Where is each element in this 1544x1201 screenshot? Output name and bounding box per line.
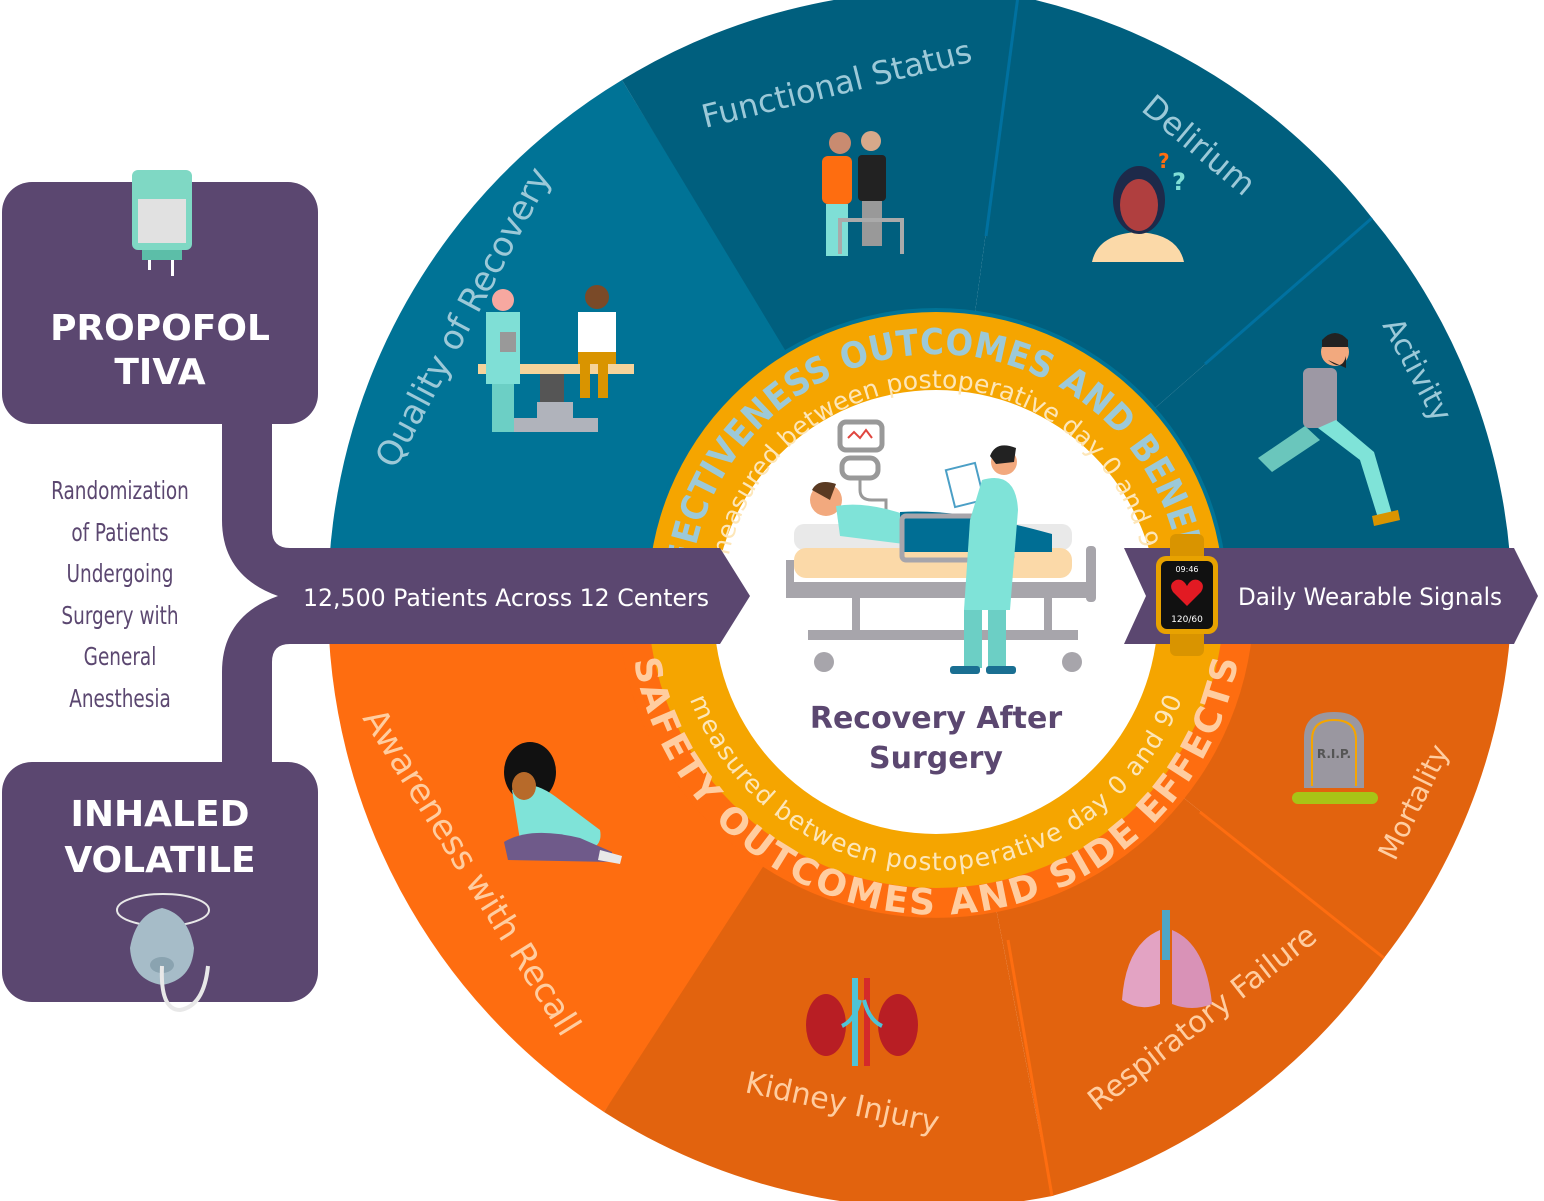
svg-text:?: ?	[1158, 149, 1170, 173]
svg-text:?: ?	[1172, 168, 1186, 196]
arm-box-inhaled-volatile	[2, 762, 318, 1002]
wearable-banner-text: Daily Wearable Signals	[1238, 583, 1502, 611]
randomization-line: Anesthesia	[69, 683, 171, 713]
divider	[1006, 939, 1054, 1197]
watch-time: 09:46	[1175, 565, 1198, 574]
confused-woman-icon: ? ?	[1092, 149, 1186, 262]
randomization-line: Surgery with	[61, 600, 179, 630]
lungs-icon	[1122, 910, 1212, 1008]
arm-label-tiva: TIVA	[114, 352, 205, 393]
distressed-woman-icon	[504, 742, 622, 864]
hospital-bed-icon	[786, 419, 1096, 674]
randomization-line: General	[83, 642, 157, 671]
randomization-line: Undergoing	[66, 559, 174, 588]
randomization-line: Randomization	[51, 476, 189, 505]
watch-bp: 120/60	[1171, 615, 1203, 625]
divider	[1199, 810, 1385, 960]
arm-box-propofol-tiva	[2, 182, 318, 424]
running-man-icon	[1258, 333, 1400, 526]
kidneys-icon	[806, 978, 918, 1066]
randomization-description: Randomization of Patients Undergoing Sur…	[20, 470, 220, 719]
wearable-banner	[1124, 548, 1538, 644]
doctor-patient-icon	[478, 285, 634, 432]
enrollment-banner-text: 12,500 Patients Across 12 Centers	[303, 584, 709, 612]
divider	[984, 0, 1019, 237]
tombstone-icon: R.I.P.	[1292, 712, 1378, 804]
arm-label-propofol: PROPOFOL	[50, 308, 270, 349]
walker-couple-icon	[822, 131, 904, 256]
randomization-line: of Patients	[71, 517, 169, 547]
flow-connector	[222, 410, 750, 772]
anesthesia-mask-icon	[116, 893, 210, 1013]
smartwatch-icon: 09:46 120/60	[1156, 534, 1218, 656]
center-title-line2: Surgery	[869, 741, 1003, 776]
center-title-line1: Recovery After	[810, 701, 1062, 736]
divider	[1204, 216, 1373, 366]
arm-label-inhaled: INHALED	[71, 794, 250, 835]
tombstone-text: R.I.P.	[1317, 747, 1351, 761]
iv-bag-icon	[132, 170, 192, 276]
arm-label-volatile: VOLATILE	[64, 840, 255, 881]
